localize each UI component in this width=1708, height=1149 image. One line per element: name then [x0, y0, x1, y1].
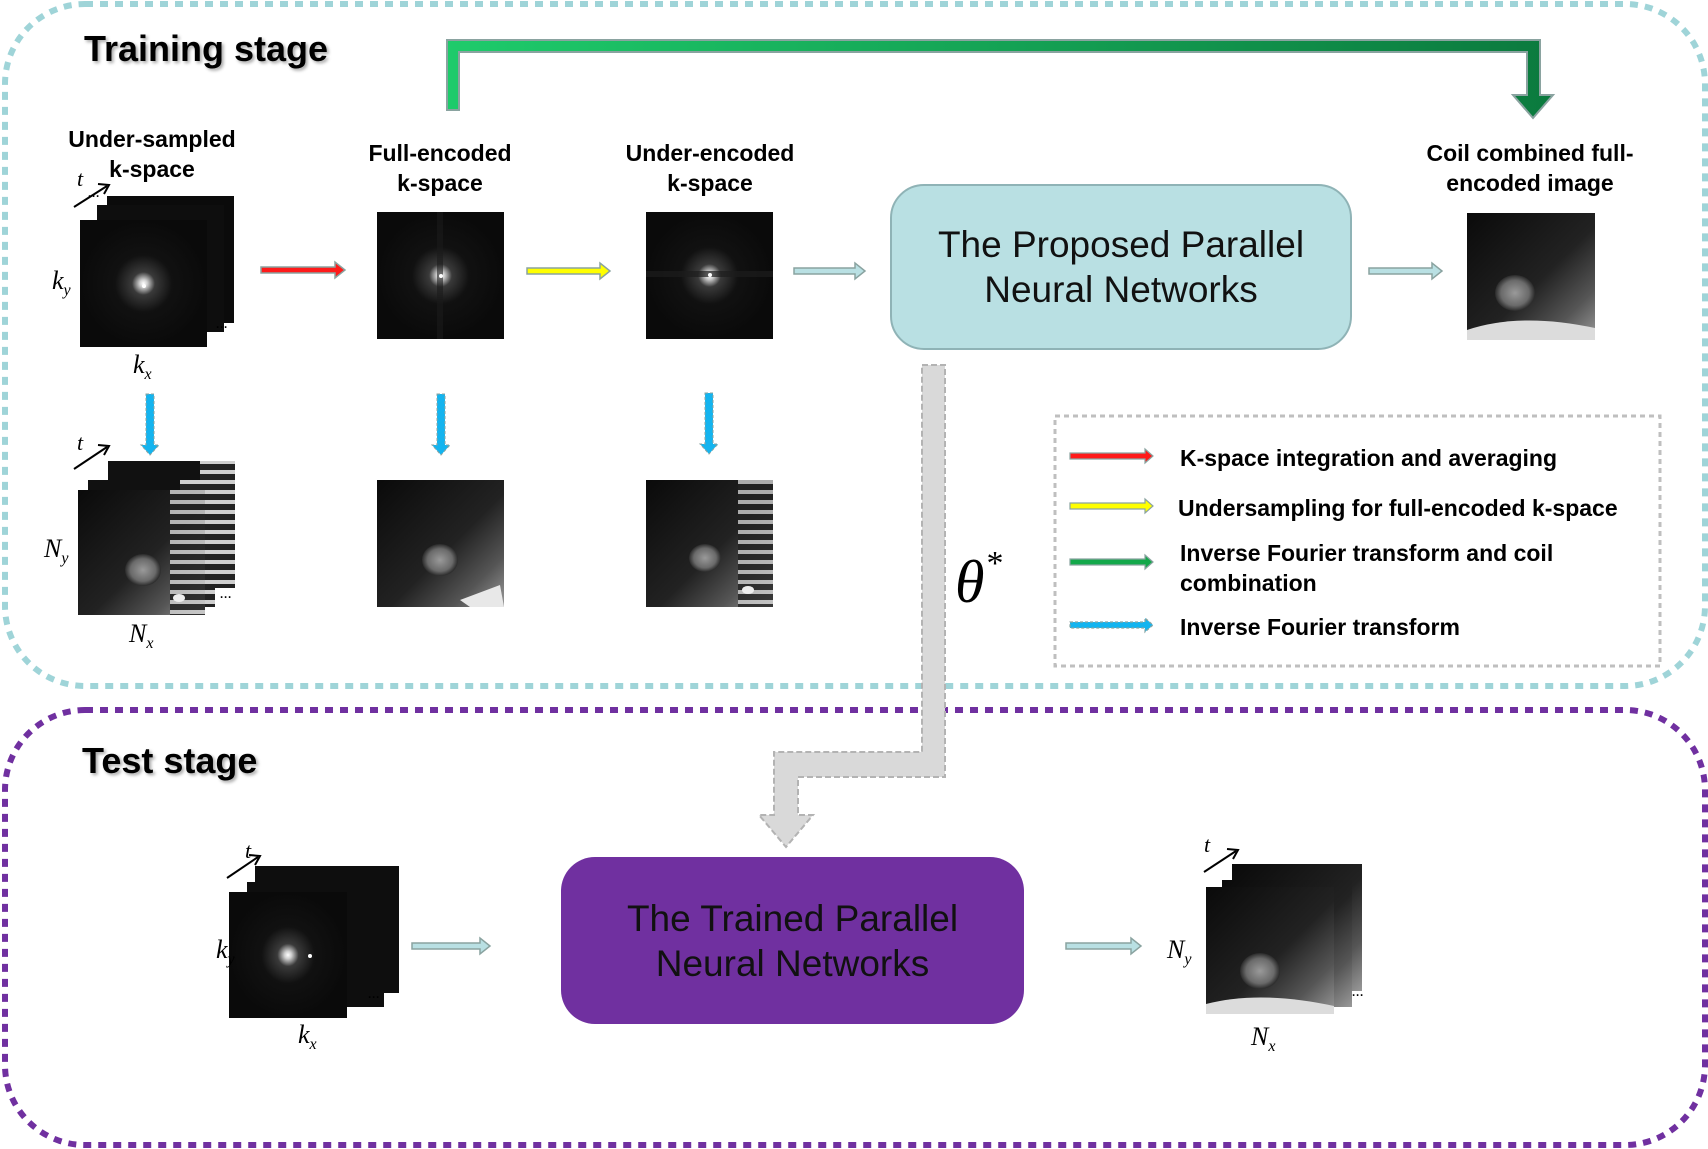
time-axis-arrow-icon [73, 444, 111, 470]
coil-combined-caption: Coil combined full- encoded image [1400, 138, 1660, 198]
theta-symbol: θ [955, 549, 985, 615]
legend-line: combination [1180, 570, 1317, 596]
aliased-image-stack [78, 461, 235, 615]
blue-dashed-arrow-icon [698, 392, 720, 455]
test-kspace-stack [229, 866, 399, 1018]
t-label: t [1204, 832, 1211, 857]
flow-arrow-to-trained-network [411, 936, 492, 956]
time-axis-arrow-icon [73, 183, 111, 208]
ellipsis-label: ... [1352, 983, 1364, 1000]
ky-subscript: y [63, 282, 71, 299]
ny-label: Ny [1167, 935, 1191, 969]
kx-symbol: k [298, 1020, 310, 1049]
legend-line: Inverse Fourier transform and coil [1180, 540, 1554, 566]
time-axis-arrow-icon [1203, 848, 1240, 873]
network-label-line: The Trained Parallel [626, 897, 959, 939]
kx-symbol: k [133, 350, 145, 379]
legend-item-yellow: Undersampling for full-encoded k-space [1178, 495, 1618, 521]
ky-symbol: k [52, 266, 64, 295]
ny-subscript: y [61, 550, 69, 567]
caption-line: Under-sampled [68, 126, 236, 152]
parameter-transfer-arrow [756, 364, 946, 849]
time-axis-arrow-icon [226, 854, 262, 879]
legend-box [1053, 414, 1662, 668]
legend-red-arrow-icon [1069, 447, 1154, 465]
under-encoded-kspace-image [646, 212, 773, 339]
network-label-line: Neural Networks [655, 942, 930, 984]
nx-symbol: N [129, 619, 147, 648]
under-encoded-image [646, 480, 773, 607]
training-stage-border [2, 1, 1708, 689]
yellow-arrow-icon [526, 261, 612, 281]
kx-label: kx [133, 350, 152, 384]
legend-item-green: Inverse Fourier transform and coil combi… [1180, 538, 1553, 598]
legend-item-red: K-space integration and averaging [1180, 445, 1558, 471]
under-sampled-kspace-caption: Under-sampled k-space [52, 124, 252, 184]
reconstructed-image-stack [1206, 864, 1362, 1014]
red-arrow-icon [260, 260, 347, 280]
flow-arrow-to-output [1368, 261, 1444, 281]
legend-green-arrow-icon [1069, 553, 1154, 571]
under-encoded-kspace-caption: Under-encoded k-space [600, 138, 820, 198]
ky-subscript: y [227, 951, 235, 968]
t-label: t [245, 838, 252, 863]
ellipsis-label: ... [368, 985, 380, 1002]
green-flow-arrow [446, 39, 1556, 120]
t-label: t [77, 430, 84, 455]
trained-network-box: The Trained Parallel Neural Networks [561, 857, 1024, 1024]
caption-line: encoded image [1446, 170, 1614, 196]
ny-subscript: y [1184, 951, 1192, 968]
legend-blue-arrow-icon [1069, 616, 1154, 634]
ky-label: ky [52, 266, 71, 300]
ny-symbol: N [44, 534, 62, 563]
flow-arrow-to-network [793, 261, 867, 281]
training-stage-title: Training stage [84, 28, 329, 69]
caption-line: k-space [109, 156, 195, 182]
ky-label: ky [216, 935, 235, 969]
full-encoded-image [377, 480, 504, 607]
ellipsis-label: ... [216, 315, 228, 332]
network-label-line: Neural Networks [984, 269, 1258, 310]
caption-line: Under-encoded [625, 140, 795, 166]
caption-line: k-space [397, 170, 483, 196]
ny-label: Ny [44, 534, 68, 568]
kx-subscript: x [144, 366, 152, 383]
legend-yellow-arrow-icon [1069, 497, 1154, 515]
nx-label: Nx [129, 619, 153, 653]
test-stage-title: Test stage [82, 740, 258, 781]
caption-line: k-space [667, 170, 753, 196]
nx-subscript: x [1268, 1038, 1276, 1055]
ellipsis-label: ... [220, 585, 232, 602]
full-encoded-kspace-image [377, 212, 504, 339]
full-encoded-kspace-caption: Full-encoded k-space [340, 138, 540, 198]
nx-subscript: x [146, 635, 154, 652]
t-label: t [77, 166, 84, 191]
blue-dashed-arrow-icon [430, 393, 452, 456]
network-label-line: The Proposed Parallel [937, 224, 1305, 265]
kx-label: kx [298, 1020, 317, 1054]
flow-arrow-to-reconstruction [1065, 936, 1143, 956]
theta-star-label: θ* [955, 545, 1003, 617]
legend-item-blue: Inverse Fourier transform [1180, 614, 1460, 640]
ny-symbol: N [1167, 935, 1185, 964]
caption-line: Coil combined full- [1426, 140, 1634, 166]
test-stage-border [2, 707, 1708, 1148]
caption-line: Full-encoded [368, 140, 512, 166]
under-sampled-kspace-stack [80, 196, 234, 347]
kx-subscript: x [309, 1036, 317, 1053]
proposed-network-box: The Proposed Parallel Neural Networks [890, 184, 1352, 350]
coil-combined-image [1467, 213, 1595, 340]
ellipsis-label: ... [88, 184, 100, 201]
ky-symbol: k [216, 935, 228, 964]
blue-dashed-arrow-icon [139, 393, 161, 456]
nx-label: Nx [1251, 1022, 1275, 1056]
nx-symbol: N [1251, 1022, 1269, 1051]
theta-superscript: * [986, 545, 1004, 582]
